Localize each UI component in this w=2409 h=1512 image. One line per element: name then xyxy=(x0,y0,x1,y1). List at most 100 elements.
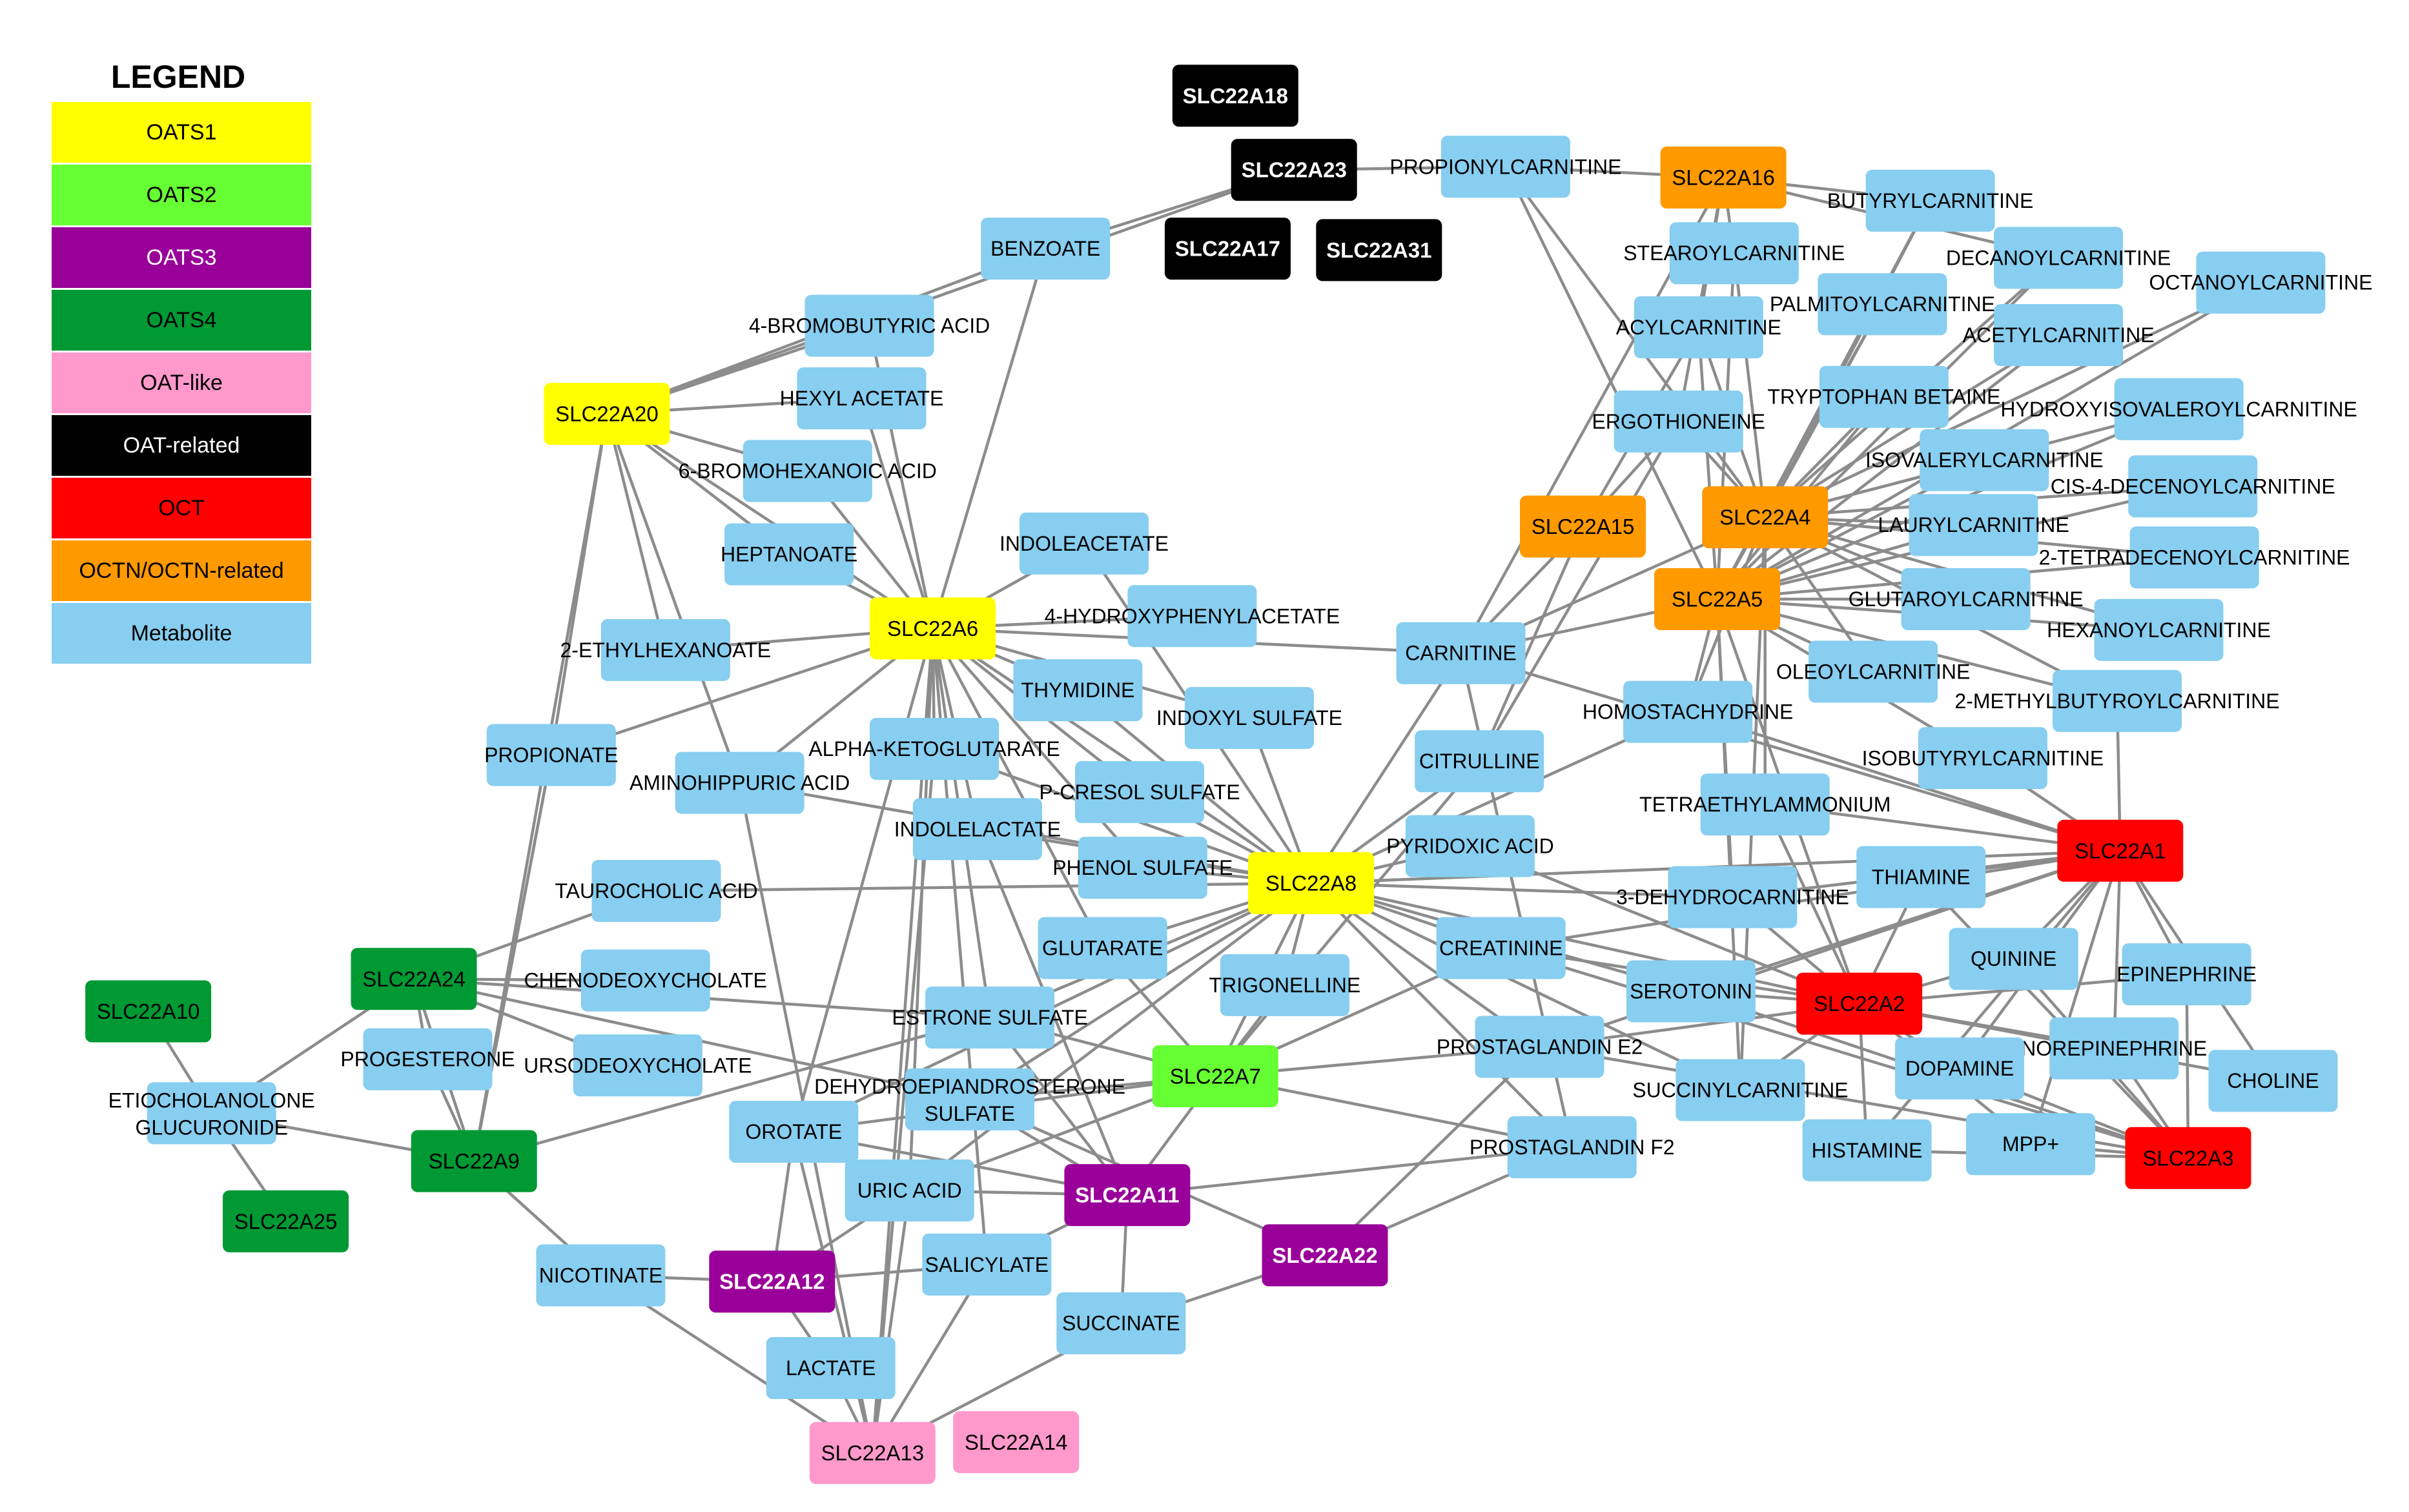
node-epinephrine[interactable]: EPINEPHRINE xyxy=(2117,943,2257,1006)
node-slc22a7[interactable]: SLC22A7 xyxy=(1152,1045,1278,1107)
node-slc22a22[interactable]: SLC22A22 xyxy=(1262,1224,1388,1287)
node-homostachydrine[interactable]: HOMOSTACHYDRINE xyxy=(1583,680,1794,743)
node-glutaroylcarnitine[interactable]: GLUTAROYLCARNITINE xyxy=(1849,568,2084,630)
node-aminohippuric-acid[interactable]: AMINOHIPPURIC ACID xyxy=(630,751,850,814)
node-hexyl-acetate[interactable]: HEXYL ACETATE xyxy=(780,367,944,429)
node-slc22a6[interactable]: SLC22A6 xyxy=(870,597,996,660)
node-orotate[interactable]: OROTATE xyxy=(729,1101,859,1163)
node-alpha-ketoglutarate[interactable]: ALPHA-KETOGLUTARATE xyxy=(808,718,1060,780)
node-taurocholic-acid[interactable]: TAUROCHOLIC ACID xyxy=(555,860,758,922)
node-slc22a10[interactable]: SLC22A10 xyxy=(85,980,212,1043)
node-box xyxy=(1623,680,1753,743)
node-salicylate[interactable]: SALICYLATE xyxy=(922,1233,1052,1296)
node-succinylcarnitine[interactable]: SUCCINYLCARNITINE xyxy=(1632,1059,1849,1121)
node-slc22a31[interactable]: SLC22A31 xyxy=(1316,219,1442,281)
node-slc22a18[interactable]: SLC22A18 xyxy=(1172,65,1298,127)
node-citrulline[interactable]: CITRULLINE xyxy=(1415,730,1544,793)
node-pyridoxic-acid[interactable]: PYRIDOXIC ACID xyxy=(1386,815,1554,877)
node-slc22a14[interactable]: SLC22A14 xyxy=(953,1411,1080,1473)
node-slc22a24[interactable]: SLC22A24 xyxy=(351,948,477,1010)
node-slc22a15[interactable]: SLC22A15 xyxy=(1520,495,1646,558)
node-prostaglandin-e2[interactable]: PROSTAGLANDIN E2 xyxy=(1437,1016,1643,1078)
node-estrone-sulfate[interactable]: ESTRONE SULFATE xyxy=(892,986,1088,1049)
node-ergothioneine[interactable]: ERGOTHIONEINE xyxy=(1592,390,1765,453)
edge-slc22a5-acetylcarnitine xyxy=(1716,334,2060,600)
node-laurylcarnitine[interactable]: LAURYLCARNITINE xyxy=(1878,494,2069,557)
node-slc22a9[interactable]: SLC22A9 xyxy=(411,1130,537,1192)
node-thymidine[interactable]: THYMIDINE xyxy=(1013,659,1143,722)
node-stearoylcarnitine[interactable]: STEAROYLCARNITINE xyxy=(1623,222,1845,285)
node-isobutyrylcarnitine[interactable]: ISOBUTYRYLCARNITINE xyxy=(1862,727,2104,790)
node-uric-acid[interactable]: URIC ACID xyxy=(845,1160,974,1221)
node-trigonelline[interactable]: TRIGONELLINE xyxy=(1209,954,1361,1016)
node-slc22a8[interactable]: SLC22A8 xyxy=(1248,852,1374,914)
node-label: URIC ACID xyxy=(857,1179,962,1202)
node-benzoate[interactable]: BENZOATE xyxy=(981,218,1111,280)
node-phenol-sulfate[interactable]: PHENOL SULFATE xyxy=(1052,837,1233,899)
node-creatinine[interactable]: CREATININE xyxy=(1436,917,1566,979)
node-propionylcarnitine[interactable]: PROPIONYLCARNITINE xyxy=(1389,136,1621,198)
node-hexanoylcarnitine[interactable]: HEXANOYLCARNITINE xyxy=(2047,598,2271,661)
node-slc22a2[interactable]: SLC22A2 xyxy=(1796,972,1923,1035)
node-tryptophan-betaine[interactable]: TRYPTOPHAN BETAINE xyxy=(1767,365,2000,428)
node-slc22a5[interactable]: SLC22A5 xyxy=(1654,568,1780,630)
node-oleoylcarnitine[interactable]: OLEOYLCARNITINE xyxy=(1776,640,1971,703)
node-palmitoylcarnitine[interactable]: PALMITOYLCARNITINE xyxy=(1770,273,1995,336)
node-slc22a4[interactable]: SLC22A4 xyxy=(1702,486,1829,549)
node-serotonin[interactable]: SEROTONIN xyxy=(1626,960,1756,1023)
node-butyrylcarnitine[interactable]: BUTYRYLCARNITINE xyxy=(1827,169,2033,232)
node-indolelactate[interactable]: INDOLELACTATE xyxy=(894,798,1061,861)
node-isovalerylcarnitine[interactable]: ISOVALERYLCARNITINE xyxy=(1865,429,2104,491)
node-6-bromohexanoic-acid[interactable]: 6-BROMOHEXANOIC ACID xyxy=(679,440,937,502)
node-acetylcarnitine[interactable]: ACETYLCARNITINE xyxy=(1963,304,2155,366)
node-chenodeoxycholate[interactable]: CHENODEOXYCHOLATE xyxy=(524,949,767,1012)
node-2-ethylhexanoate[interactable]: 2-ETHYLHEXANOATE xyxy=(560,618,772,681)
node-slc22a20[interactable]: SLC22A20 xyxy=(544,383,670,445)
node-glutarate[interactable]: GLUTARATE xyxy=(1038,917,1167,979)
node-tetraethylammonium[interactable]: TETRAETHYLAMMONIUM xyxy=(1639,773,1891,836)
node-cis-4-decenoylcarnitine[interactable]: CIS-4-DECENOYLCARNITINE xyxy=(2051,455,2335,518)
node-heptanoate[interactable]: HEPTANOATE xyxy=(721,523,857,586)
node-octanoylcarnitine[interactable]: OCTANOYLCARNITINE xyxy=(2149,251,2372,314)
node-slc22a25[interactable]: SLC22A25 xyxy=(223,1190,349,1252)
node-3-dehydrocarnitine[interactable]: 3-DEHYDROCARNITINE xyxy=(1616,866,1849,928)
node-indoxyl-sulfate[interactable]: INDOXYL SULFATE xyxy=(1156,687,1342,750)
legend-label: OATS3 xyxy=(147,245,217,270)
node-slc22a12[interactable]: SLC22A12 xyxy=(709,1251,835,1313)
node-norepinephrine[interactable]: NOREPINEPHRINE xyxy=(2021,1017,2207,1079)
node-ursodeoxycholate[interactable]: URSODEOXYCHOLATE xyxy=(524,1034,752,1097)
node-decanoylcarnitine[interactable]: DECANOYLCARNITINE xyxy=(1946,227,2171,289)
node-p-cresol-sulfate[interactable]: P-CRESOL SULFATE xyxy=(1039,761,1240,823)
node-2-tetradecenoylcarnitine[interactable]: 2-TETRADECENOYLCARNITINE xyxy=(2039,526,2350,589)
node-carnitine[interactable]: CARNITINE xyxy=(1396,622,1526,684)
node-propionate[interactable]: PROPIONATE xyxy=(484,724,619,786)
node-slc22a17[interactable]: SLC22A17 xyxy=(1164,218,1291,280)
node-indoleacetate[interactable]: INDOLEACETATE xyxy=(999,512,1169,575)
node-slc22a3[interactable]: SLC22A3 xyxy=(2125,1127,2251,1189)
node-acylcarnitine[interactable]: ACYLCARNITINE xyxy=(1616,296,1781,358)
node-dopamine[interactable]: DOPAMINE xyxy=(1895,1037,2024,1099)
node-slc22a23[interactable]: SLC22A23 xyxy=(1231,139,1357,201)
edge-slc22a8-succinylcarnitine xyxy=(1310,881,1741,1092)
node-slc22a13[interactable]: SLC22A13 xyxy=(809,1422,936,1484)
node-succinate[interactable]: SUCCINATE xyxy=(1056,1292,1186,1354)
node-slc22a11[interactable]: SLC22A11 xyxy=(1064,1164,1191,1227)
node-prostaglandin-f2[interactable]: PROSTAGLANDIN F2 xyxy=(1470,1116,1675,1178)
node-slc22a1[interactable]: SLC22A1 xyxy=(2057,819,2184,882)
node-mpp[interactable]: MPP+ xyxy=(1966,1113,2095,1176)
node-thiamine[interactable]: THIAMINE xyxy=(1856,846,1986,908)
node-4-hydroxyphenylacetate[interactable]: 4-HYDROXYPHENYLACETATE xyxy=(1045,585,1340,648)
node-progesterone[interactable]: PROGESTERONE xyxy=(340,1028,515,1090)
node-slc22a16[interactable]: SLC22A16 xyxy=(1660,147,1787,209)
node-nicotinate[interactable]: NICOTINATE xyxy=(536,1244,666,1307)
node-2-methylbutyroylcarnitine[interactable]: 2-METHYLBUTYROYLCARNITINE xyxy=(1954,669,2280,732)
node-4-bromobutyric-acid[interactable]: 4-BROMOBUTYRIC ACID xyxy=(749,294,990,357)
node-box xyxy=(729,1101,859,1163)
node-quinine[interactable]: QUININE xyxy=(1949,928,2078,990)
node-histamine[interactable]: HISTAMINE xyxy=(1802,1119,1932,1181)
node-lactate[interactable]: LACTATE xyxy=(766,1337,896,1399)
node-choline[interactable]: CHOLINE xyxy=(2208,1050,2338,1112)
node-hydroxyisovaleroylcarnitine[interactable]: HYDROXYISOVALEROYLCARNITINE xyxy=(2000,378,2357,440)
